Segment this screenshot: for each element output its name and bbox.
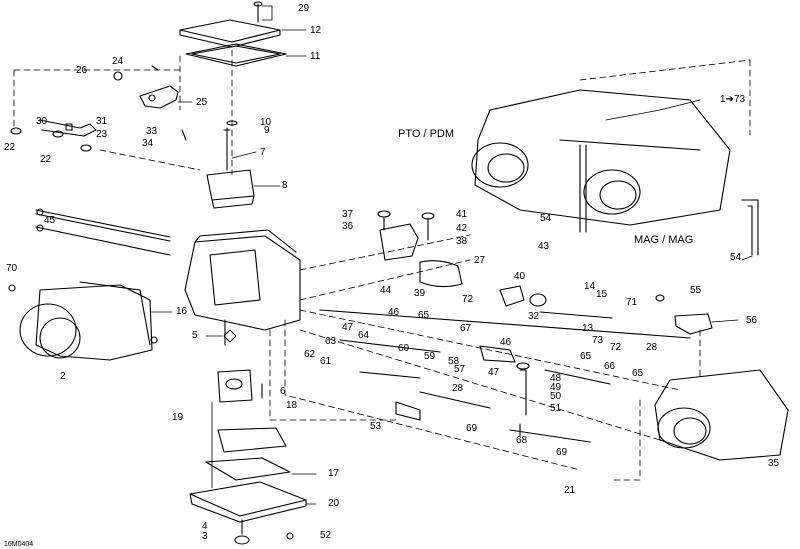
callout-53: 53 xyxy=(370,421,382,432)
callout-67: 67 xyxy=(460,323,472,334)
callout-31: 31 xyxy=(96,116,108,127)
callout-40: 40 xyxy=(514,271,526,282)
callout-12: 12 xyxy=(310,25,322,36)
callout-60: 60 xyxy=(398,343,410,354)
callout-47: 47 xyxy=(488,367,500,378)
top-cover-assembly xyxy=(179,1,287,67)
callout-27: 27 xyxy=(474,255,486,266)
callout-9: 9 xyxy=(264,125,270,136)
callout-36: 36 xyxy=(342,221,354,232)
callout-52: 52 xyxy=(320,530,332,541)
callout-48: 48 xyxy=(550,373,562,384)
callout-63: 63 xyxy=(325,336,337,347)
callout-51: 51 xyxy=(550,403,562,414)
twin-carburetor-assembly xyxy=(471,89,759,256)
callout-16: 16 xyxy=(176,306,188,317)
diagram-code: 16M0404 xyxy=(4,541,34,548)
callout-65: 65 xyxy=(418,310,430,321)
callout-10: 10 xyxy=(260,117,272,128)
callout-24: 24 xyxy=(112,56,124,67)
callout-17: 17 xyxy=(328,468,340,479)
callout-20: 20 xyxy=(328,498,340,509)
callout-59: 59 xyxy=(424,351,436,362)
callout-72: 72 xyxy=(610,342,622,353)
callout-32: 32 xyxy=(528,311,540,322)
callout-66: 66 xyxy=(604,361,616,372)
callout-42: 42 xyxy=(456,223,468,234)
callout-62: 62 xyxy=(304,349,316,360)
callout-55: 55 xyxy=(690,285,702,296)
callout-22: 22 xyxy=(40,154,52,165)
callout-15: 15 xyxy=(596,289,608,300)
float-bowl-assembly xyxy=(189,369,307,545)
needle-slide-assembly xyxy=(181,120,255,209)
long-rod xyxy=(35,208,171,256)
callout-14: 14 xyxy=(584,281,596,292)
callout-57: 57 xyxy=(454,364,466,375)
bracket-assembly xyxy=(10,65,179,152)
callout-46: 46 xyxy=(500,337,512,348)
callout-54: 54 xyxy=(730,252,742,263)
callout-8: 8 xyxy=(282,180,288,191)
callout-11: 11 xyxy=(310,51,321,62)
intake-flange xyxy=(8,281,158,361)
callout-18: 18 xyxy=(286,400,298,411)
callout-45: 45 xyxy=(44,215,56,226)
callout-26: 26 xyxy=(76,65,88,76)
callout-7: 7 xyxy=(260,147,266,158)
assembly-lines xyxy=(13,49,751,481)
callout-19: 19 xyxy=(172,412,184,423)
callout-39: 39 xyxy=(414,288,426,299)
callout-4: 4 xyxy=(202,521,208,532)
callout-1-73: 1➔73 xyxy=(720,94,746,105)
callout-23: 23 xyxy=(96,129,108,140)
callout-47: 47 xyxy=(342,322,354,333)
callout-28: 28 xyxy=(452,383,464,394)
callout-73: 73 xyxy=(592,335,604,346)
callout-21: 21 xyxy=(564,485,576,496)
callout-71: 71 xyxy=(626,297,638,308)
callout-58: 58 xyxy=(448,356,460,367)
callout-70: 70 xyxy=(6,263,18,274)
callout-65: 65 xyxy=(580,351,592,362)
pto-label: PTO / PDM xyxy=(398,128,455,140)
callout-2: 2 xyxy=(60,371,66,382)
callout-61: 61 xyxy=(320,356,332,367)
callout-33: 33 xyxy=(146,126,158,137)
callout-65: 65 xyxy=(632,368,644,379)
lower-right-carburetor xyxy=(654,369,789,461)
callout-68: 68 xyxy=(516,435,528,446)
callout-3: 3 xyxy=(202,531,208,542)
callout-50: 50 xyxy=(550,391,562,402)
callout-5: 5 xyxy=(192,330,198,341)
callout-30: 30 xyxy=(36,116,48,127)
callout-64: 64 xyxy=(358,330,370,341)
callout-49: 49 xyxy=(550,382,562,393)
leader-lines xyxy=(149,5,753,505)
callout-69: 69 xyxy=(466,423,478,434)
callout-46: 46 xyxy=(388,307,400,318)
callout-54: 54 xyxy=(540,213,552,224)
callout-43: 43 xyxy=(538,241,550,252)
callout-29: 29 xyxy=(298,3,310,14)
callout-25: 25 xyxy=(196,97,208,108)
callout-35: 35 xyxy=(768,458,780,469)
callout-34: 34 xyxy=(142,138,154,149)
callout-69: 69 xyxy=(556,447,568,458)
callout-56: 56 xyxy=(746,315,758,326)
callout-41: 41 xyxy=(456,209,468,220)
main-carburetor-body xyxy=(184,229,301,346)
mag-label: MAG / MAG xyxy=(634,234,694,246)
callout-6: 6 xyxy=(280,386,286,397)
callout-22: 22 xyxy=(4,142,16,153)
callout-38: 38 xyxy=(456,236,468,247)
callout-13: 13 xyxy=(582,323,594,334)
callout-28: 28 xyxy=(646,342,658,353)
callout-44: 44 xyxy=(380,285,392,296)
throttle-linkage xyxy=(319,210,713,443)
callout-37: 37 xyxy=(342,209,354,220)
callout-72: 72 xyxy=(462,294,474,305)
